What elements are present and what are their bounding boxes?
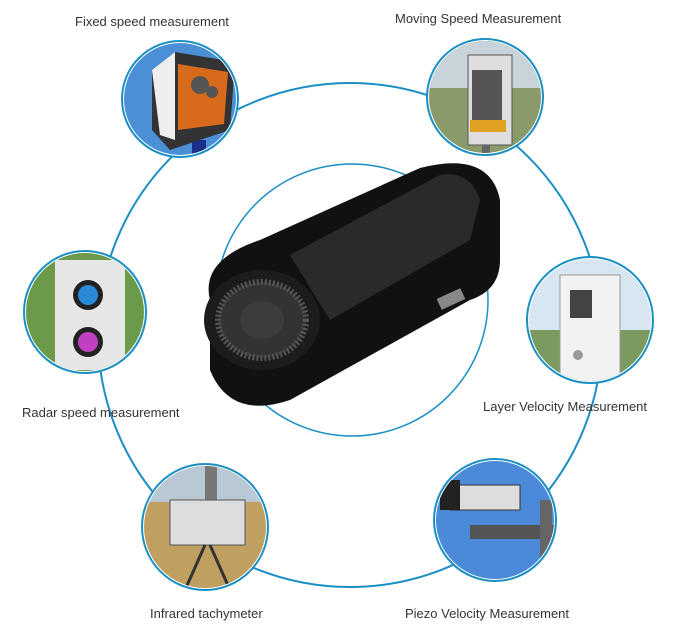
moving-speed-camera-image [426,38,544,156]
speed-detector-device [204,163,501,406]
radar-speed-camera-image [23,250,147,374]
label-infrared: Infrared tachymeter [150,606,263,621]
label-radar-speed: Radar speed measurement [22,405,180,420]
infrared-tachymeter-image [141,463,269,591]
fixed-speed-camera-image [121,40,239,158]
label-piezo-velocity: Piezo Velocity Measurement [405,606,570,621]
label-fixed-speed: Fixed speed measurement [75,14,229,29]
label-layer-velocity: Layer Velocity Measurement [483,399,648,414]
piezo-velocity-camera-image [433,458,557,582]
label-moving-speed: Moving Speed Measurement [395,11,562,26]
layer-velocity-camera-image [526,256,654,384]
